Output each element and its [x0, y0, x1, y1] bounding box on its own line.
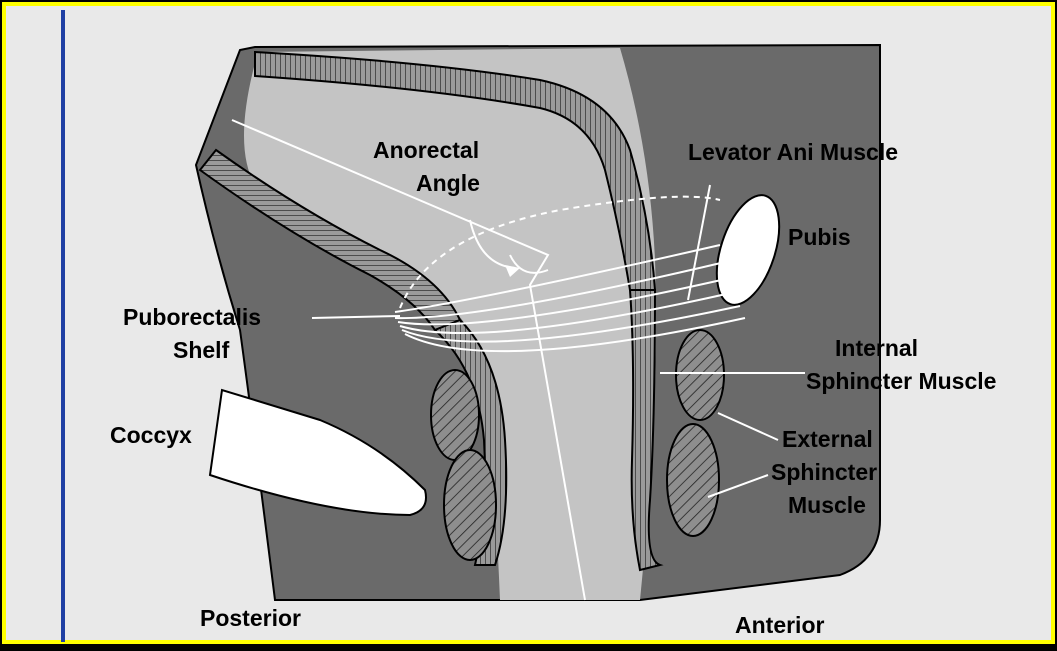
label-external-1: External [782, 426, 873, 452]
sphincter-right-upper [676, 330, 724, 420]
label-external-3: Muscle [788, 492, 866, 518]
label-posterior: Posterior [200, 605, 301, 631]
label-external-2: Sphincter [771, 459, 877, 485]
sphincter-left-lower [444, 450, 496, 560]
label-puborectalis-2: Shelf [173, 337, 230, 363]
label-anterior: Anterior [735, 612, 825, 638]
sphincter-right-lower [667, 424, 719, 536]
label-pubis: Pubis [788, 224, 851, 250]
label-puborectalis-1: Puborectalis [123, 304, 261, 330]
label-levator-ani: Levator Ani Muscle [688, 139, 898, 165]
label-internal-2: Sphincter Muscle [806, 368, 996, 394]
label-anorectal-2: Angle [416, 170, 480, 196]
label-anorectal-1: Anorectal [373, 137, 479, 163]
sphincter-left-upper [431, 370, 479, 460]
label-coccyx: Coccyx [110, 422, 192, 448]
label-internal-1: Internal [835, 335, 918, 361]
